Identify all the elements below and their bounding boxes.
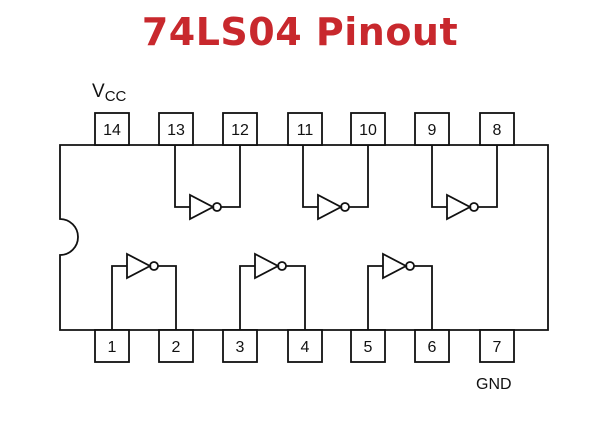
top-pin-box-12 [222, 112, 258, 146]
inverter-gate-bottom-3 [367, 252, 433, 330]
pin-label-13: 13 [167, 122, 185, 139]
pin-label-9: 9 [428, 122, 437, 139]
bottom-pin-box-6 [414, 329, 450, 363]
top-pin-box-8 [479, 112, 515, 146]
pin-label-3: 3 [236, 339, 245, 356]
inverter-gate-top-1 [174, 145, 241, 221]
pin-label-2: 2 [172, 339, 181, 356]
pin-label-6: 6 [428, 339, 437, 356]
bottom-pin-box-7 [479, 329, 515, 363]
page-title: 74LS04 Pinout [141, 10, 459, 54]
bottom-pin-box-5 [350, 329, 386, 363]
top-pin-box-11 [287, 112, 323, 146]
top-pin-box-14 [94, 112, 130, 146]
pin-label-7: 7 [493, 339, 502, 356]
inverter-gate-bottom-1 [111, 252, 177, 330]
pin-label-1: 1 [108, 339, 117, 356]
pin-label-14: 14 [103, 122, 121, 139]
pin-label-12: 12 [231, 122, 249, 139]
inverter-gate-top-3 [431, 145, 498, 221]
pin-label-8: 8 [493, 122, 502, 139]
gnd-label: GND [476, 376, 512, 393]
inverter-gate-top-2 [302, 145, 369, 221]
bottom-pin-box-2 [158, 329, 194, 363]
vcc-label: VCC [92, 81, 127, 105]
chip-body [59, 144, 549, 331]
pin-label-4: 4 [301, 339, 310, 356]
pin-label-5: 5 [364, 339, 373, 356]
bottom-pin-box-4 [287, 329, 323, 363]
inverter-gate-bottom-2 [239, 252, 306, 330]
top-pin-box-13 [158, 112, 194, 146]
pin-label-10: 10 [359, 122, 377, 139]
pin-label-11: 11 [297, 122, 314, 139]
